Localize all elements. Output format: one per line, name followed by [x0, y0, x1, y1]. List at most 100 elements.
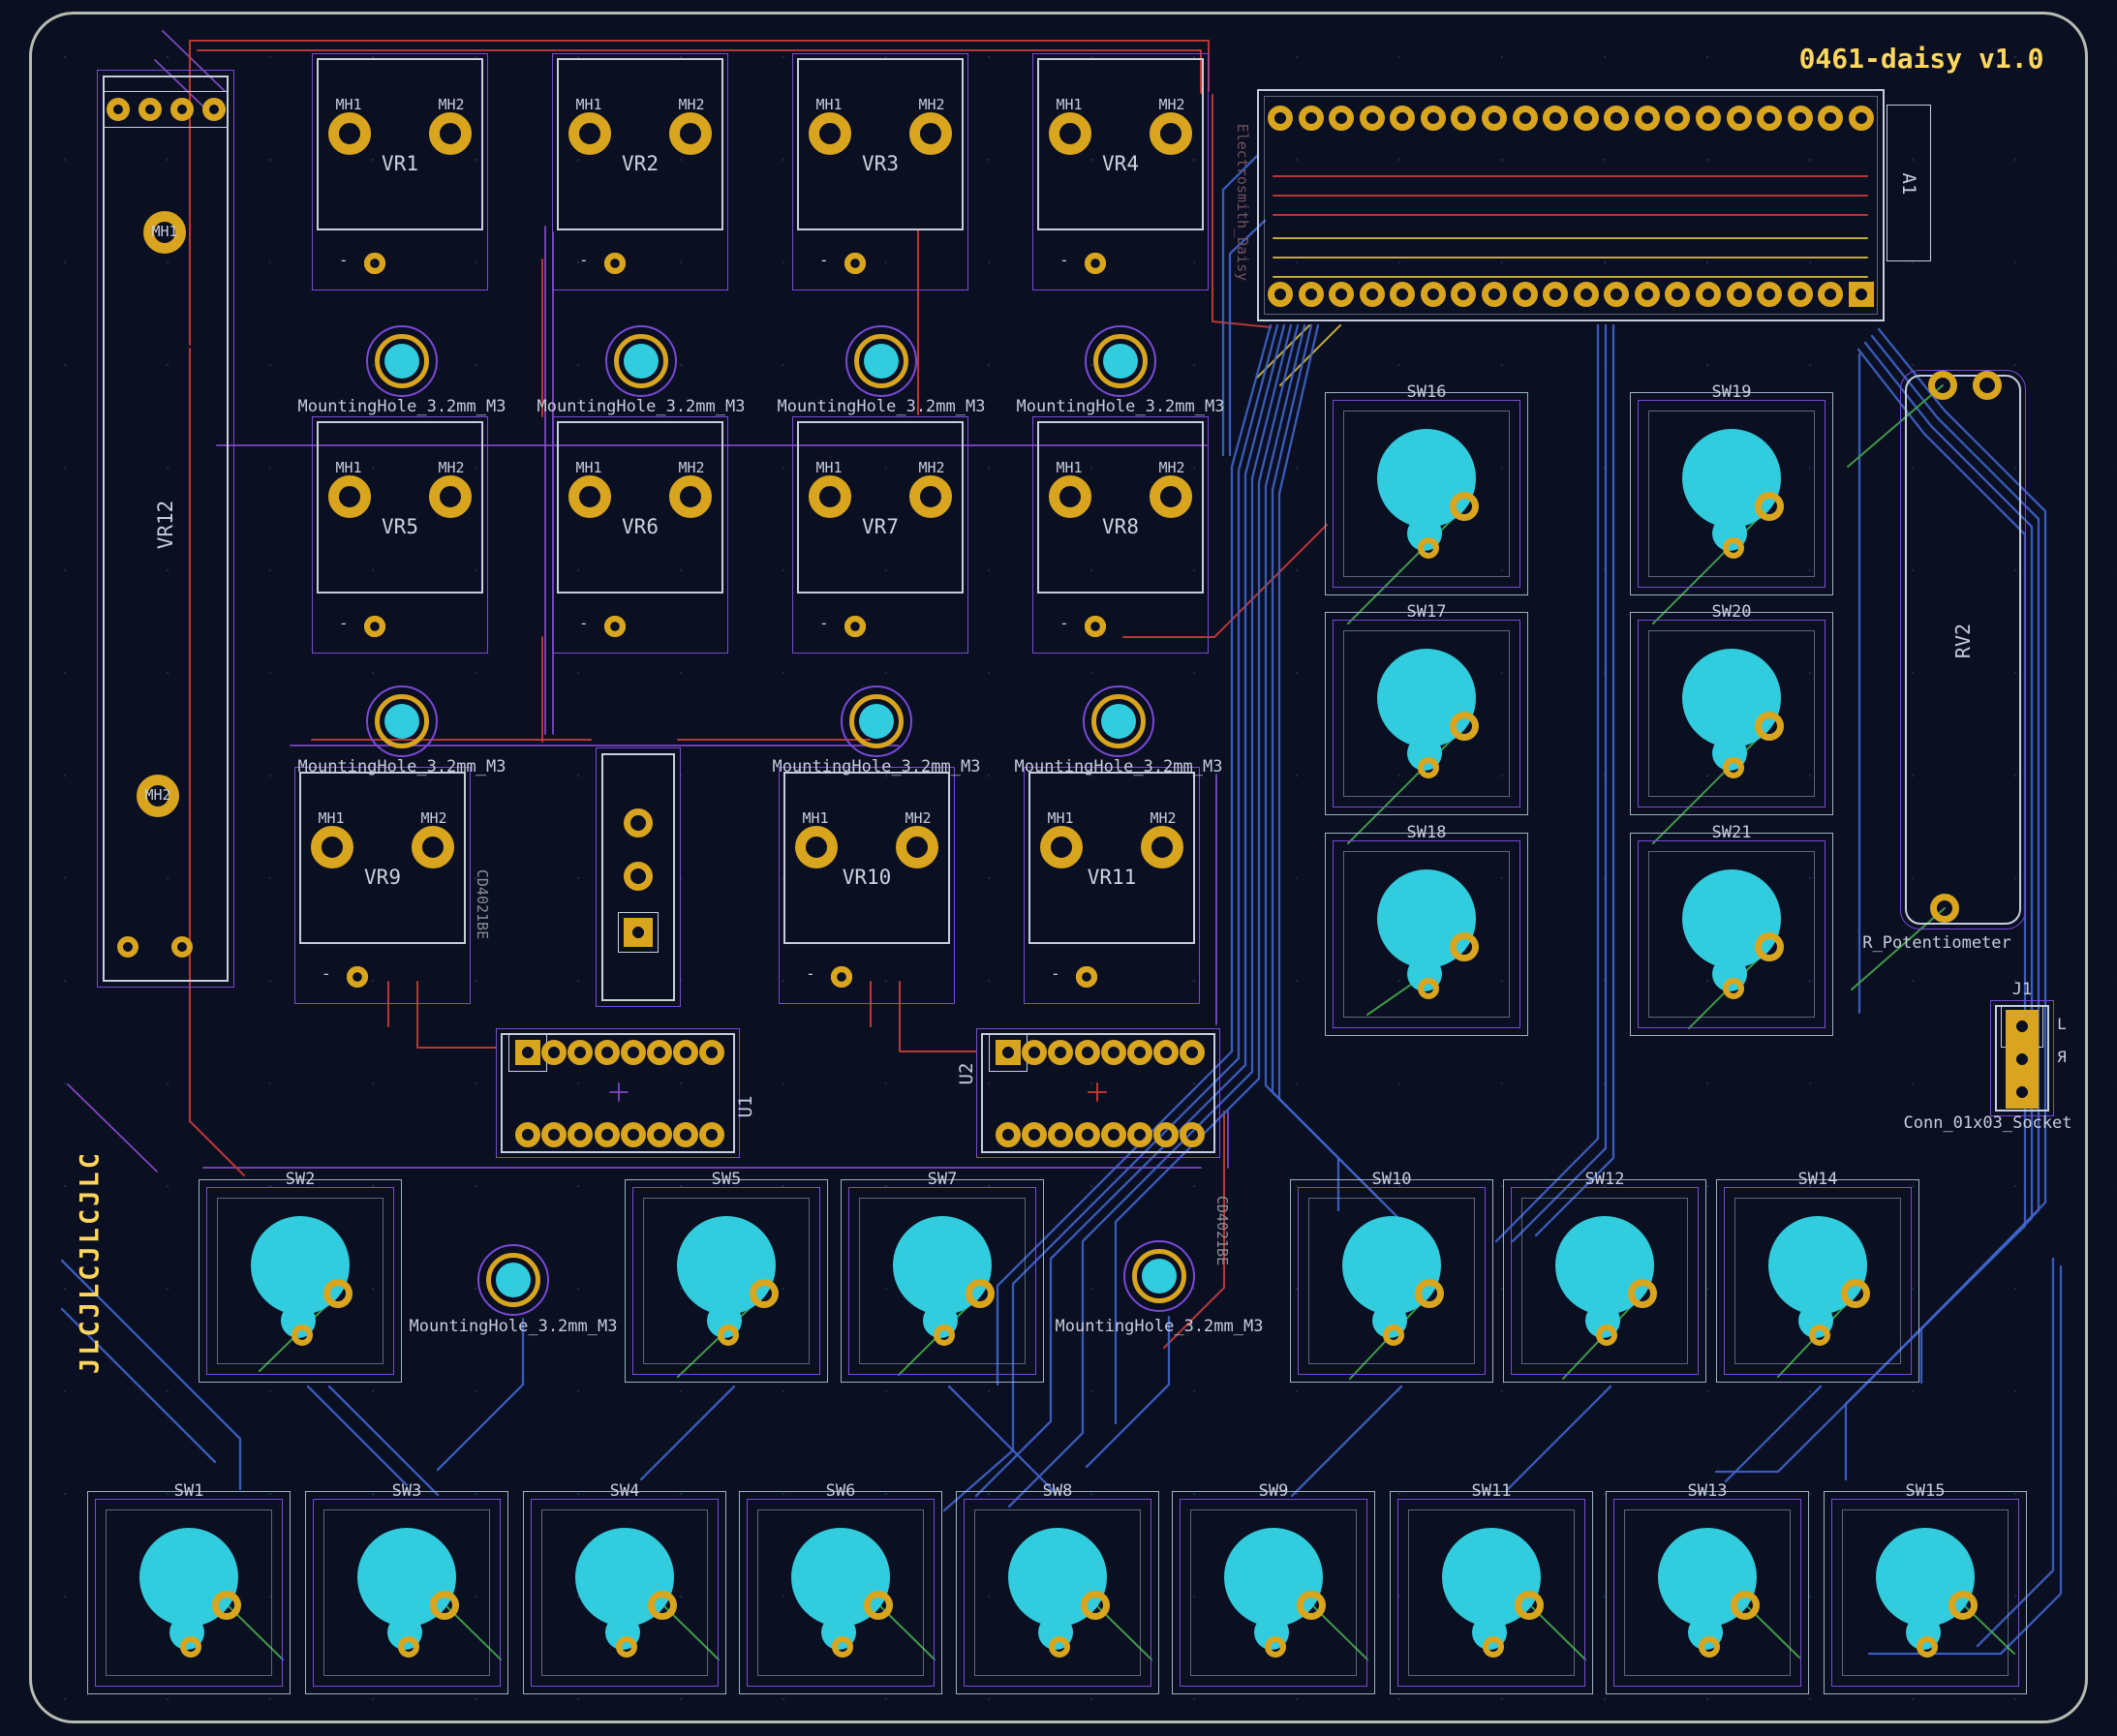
switch-pin-pad[interactable] — [750, 1279, 779, 1308]
dip-socket-u1[interactable]: U1 — [496, 1028, 756, 1158]
pin-pad[interactable] — [996, 1040, 1021, 1065]
pin-pad[interactable] — [1180, 1122, 1206, 1147]
pin-pad[interactable] — [2006, 1010, 2039, 1043]
pin-pad[interactable] — [1100, 1040, 1126, 1065]
pin-pad[interactable] — [1512, 282, 1538, 307]
keyswitch-sw10[interactable]: SW10 — [1290, 1170, 1493, 1383]
switch-pin-pad[interactable] — [1755, 712, 1784, 741]
keyswitch-sw15[interactable]: SW15 — [1824, 1481, 2027, 1694]
pin-pad[interactable] — [1048, 1040, 1074, 1065]
switch-pin-pad[interactable] — [1450, 712, 1479, 741]
pin-pads[interactable] — [97, 70, 234, 988]
mh2-pad[interactable] — [429, 112, 472, 155]
switch-pin-pad[interactable] — [180, 1636, 201, 1658]
pin-pad[interactable] — [1074, 1040, 1100, 1065]
mh1-pad[interactable] — [795, 826, 838, 868]
pin-pad[interactable] — [1928, 371, 1957, 400]
mh2-pad[interactable] — [137, 775, 179, 817]
switch-pin-pad[interactable] — [1699, 1636, 1720, 1658]
mh2-pad[interactable] — [669, 112, 712, 155]
mh1-pad[interactable] — [1040, 826, 1083, 868]
daisy-seed-module-a1[interactable] — [1257, 89, 1885, 321]
pin-pads-top[interactable] — [1257, 89, 1885, 321]
dip-socket-u2[interactable]: U2 — [956, 1028, 1220, 1158]
switch-pin-pad[interactable] — [1755, 492, 1784, 521]
pin-pad[interactable] — [170, 98, 194, 121]
pin-pad[interactable] — [1420, 282, 1446, 307]
switch-pin-pad[interactable] — [1418, 757, 1439, 778]
three-pad-component[interactable] — [596, 747, 681, 1007]
pin-pad[interactable] — [1390, 106, 1416, 131]
pin-pad[interactable] — [1359, 106, 1385, 131]
mh2-pad[interactable] — [412, 826, 454, 868]
mh1-pad[interactable] — [809, 112, 851, 155]
mh1-pad[interactable] — [328, 112, 371, 155]
pin-pad[interactable] — [138, 98, 162, 121]
pin-pad[interactable] — [1298, 106, 1324, 131]
pin-pad[interactable] — [1930, 894, 1959, 923]
switch-pin-pad[interactable] — [212, 1591, 241, 1620]
pin-pad[interactable] — [515, 1122, 540, 1147]
switch-pin-pad[interactable] — [1450, 932, 1479, 961]
switch-pin-pad[interactable] — [616, 1636, 637, 1658]
switch-pin-pad[interactable] — [1418, 537, 1439, 559]
pin-pad[interactable] — [515, 1040, 540, 1065]
pin-pad[interactable] — [117, 936, 138, 958]
mh1-pad[interactable] — [328, 475, 371, 518]
mounting-hole[interactable] — [841, 685, 912, 757]
pin-pad[interactable] — [1180, 1040, 1206, 1065]
switch-pin-pad[interactable] — [398, 1636, 419, 1658]
pin-pad[interactable] — [699, 1122, 725, 1147]
mh2-pad[interactable] — [429, 475, 472, 518]
keyswitch-sw8[interactable]: SW8 — [956, 1481, 1159, 1694]
pin-pad[interactable] — [1481, 282, 1507, 307]
keyswitch-sw21[interactable]: SW21 — [1630, 823, 1833, 1036]
pin-pad[interactable] — [1604, 106, 1630, 131]
pin-pad[interactable] — [1787, 106, 1813, 131]
keyswitch-sw12[interactable]: SW12 — [1503, 1170, 1706, 1383]
pin-pad[interactable] — [1420, 106, 1446, 131]
pin-pad[interactable] — [1329, 282, 1355, 307]
switch-pin-pad[interactable] — [291, 1325, 313, 1346]
keyswitch-sw9[interactable]: SW9 — [1172, 1481, 1375, 1694]
switch-pin-pad[interactable] — [1917, 1636, 1938, 1658]
pin-pad[interactable] — [1818, 282, 1844, 307]
connector-j1[interactable] — [1990, 1000, 2054, 1116]
potentiometer-rv2[interactable]: RV2 — [1900, 370, 2026, 929]
switch-pin-pad[interactable] — [1265, 1636, 1286, 1658]
switch-pin-pad[interactable] — [1450, 492, 1479, 521]
switch-pin-pad[interactable] — [648, 1591, 677, 1620]
mh1-pad[interactable] — [568, 112, 611, 155]
mounting-hole[interactable] — [1085, 325, 1156, 397]
pin-pad[interactable] — [1973, 371, 2002, 400]
pin-pad[interactable] — [996, 1122, 1021, 1147]
pin-pad[interactable] — [1573, 282, 1599, 307]
pin-pad[interactable] — [1390, 282, 1416, 307]
pin-pad[interactable] — [620, 1040, 646, 1065]
pin-pad[interactable] — [1726, 106, 1752, 131]
mounting-hole[interactable] — [1123, 1240, 1195, 1312]
pin-pad[interactable] — [673, 1122, 699, 1147]
pin-pad[interactable] — [624, 808, 653, 838]
switch-pin-pad[interactable] — [832, 1636, 853, 1658]
pin-pad[interactable] — [2006, 1043, 2039, 1076]
keyswitch-sw14[interactable]: SW14 — [1716, 1170, 1919, 1383]
pin-pad[interactable] — [1665, 106, 1691, 131]
pin-pad[interactable] — [1100, 1122, 1126, 1147]
keyswitch-sw18[interactable]: SW18 — [1325, 823, 1528, 1036]
keyswitch-sw17[interactable]: SW17 — [1325, 602, 1528, 815]
pin-pad[interactable] — [1726, 282, 1752, 307]
switch-pin-pad[interactable] — [1731, 1591, 1760, 1620]
switch-pin-pad[interactable] — [864, 1591, 893, 1620]
mounting-hole[interactable] — [366, 325, 438, 397]
keyswitch-sw2[interactable]: SW2 — [199, 1170, 402, 1383]
mounting-hole[interactable] — [605, 325, 677, 397]
pin-pad[interactable] — [673, 1040, 699, 1065]
switch-pin-pad[interactable] — [1418, 978, 1439, 999]
pin-pad[interactable] — [541, 1122, 568, 1147]
